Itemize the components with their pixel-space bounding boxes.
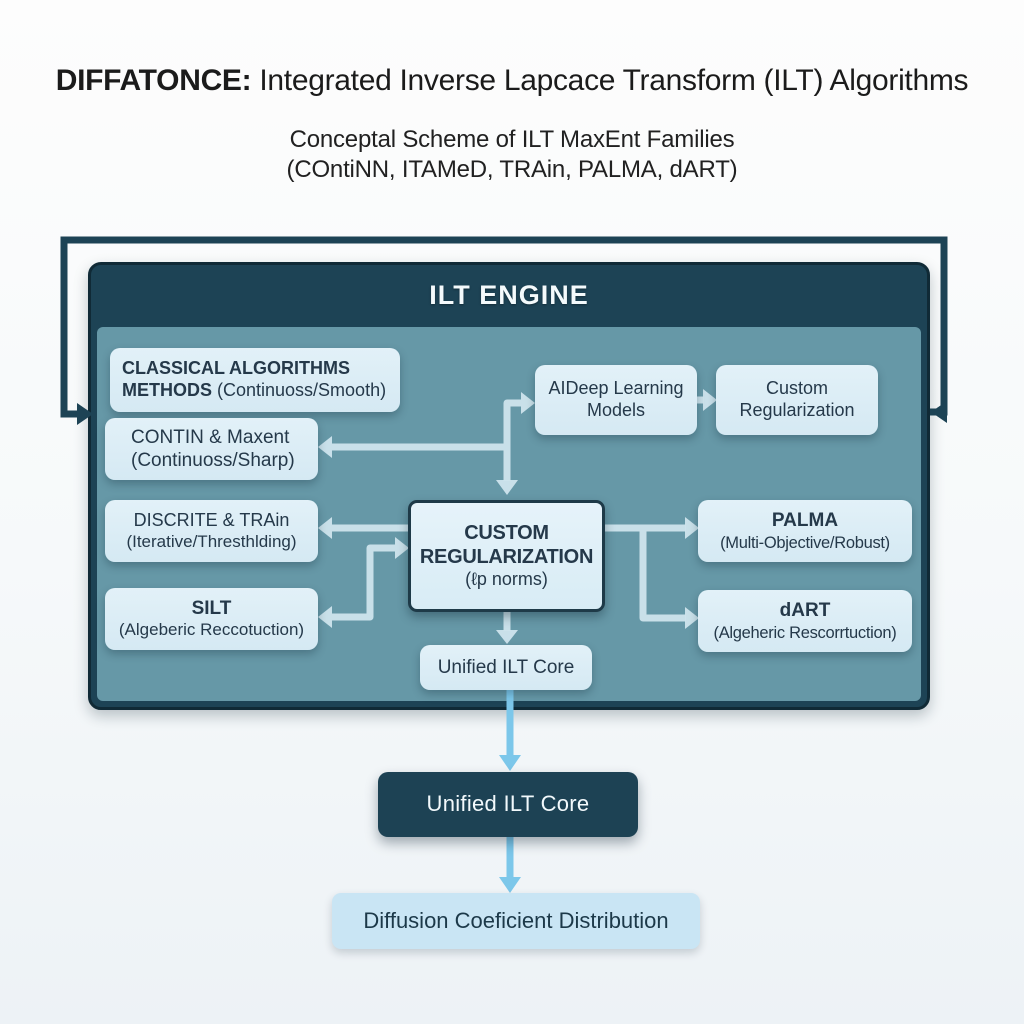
node-unified-inner-title: Unified ILT Core <box>437 656 575 678</box>
node-dart-title: dART <box>779 600 831 622</box>
node-contin-maxent: CONTIN & Maxent (Continuoss/Sharp) <box>105 418 318 480</box>
node-dart: dART (Algeheric Rescorrtuction) <box>698 590 912 652</box>
node-diffusion-distribution: Diffusion Coeficient Distribution <box>332 893 700 949</box>
page-title-rest: Integrated Inverse Lapcace Transform (IL… <box>251 64 969 97</box>
node-classical-methods: CLASSICAL ALGORITHMS METHODS (Continuoss… <box>110 348 400 412</box>
node-diffusion-title: Diffusion Coeficient Distribution <box>363 907 669 933</box>
node-custom-top-line1: Custom <box>765 378 828 399</box>
node-unified-output-title: Unified ILT Core <box>426 791 590 817</box>
node-discrite-title: DISCRITE & TRAin <box>133 509 290 530</box>
node-discrite-sub: (Iterative/Thresthlding) <box>126 531 297 551</box>
node-custom-regularization-center: CUSTOM REGULARIZATION (ℓp norms) <box>408 500 605 612</box>
node-classical-sub: (Continuoss/Smooth) <box>212 380 387 400</box>
node-contin-title: CONTIN & Maxent <box>131 426 290 448</box>
node-palma-title: PALMA <box>771 510 839 532</box>
node-customreg-title: CUSTOM REGULARIZATION <box>419 521 594 569</box>
page-title-lead: DIFFATONCE: <box>55 64 252 97</box>
node-silt: SILT (Algeberic Reccotuction) <box>105 588 318 650</box>
page-subtitle-line2: (COntiNN, ITAMeD, TRAin, PALMA, dART) <box>286 156 738 183</box>
node-silt-sub: (Algeberic Reccotuction) <box>118 620 305 640</box>
node-ai-deep-learning: AIDeep Learning Models <box>535 365 697 435</box>
node-unified-ilt-core-output: Unified ILT Core <box>378 772 638 837</box>
node-unified-ilt-core-inner: Unified ILT Core <box>420 645 592 690</box>
node-dart-sub: (Algeheric Rescorrtuction) <box>713 623 897 642</box>
node-silt-title: SILT <box>191 598 232 620</box>
node-custom-top-line2: Regularization <box>739 400 855 420</box>
node-palma-sub: (Multi-Objective/Robust) <box>720 533 890 552</box>
ilt-engine-title: ILT ENGINE <box>429 279 589 310</box>
node-ai-deep-line1: AIDeep Learning <box>548 378 684 399</box>
page-subtitle: Conceptal Scheme of ILT MaxEnt Families … <box>0 125 1024 185</box>
node-ai-deep-line2: Models <box>586 400 646 420</box>
node-contin-sub: (Continuoss/Sharp) <box>131 450 295 471</box>
node-discrite-train: DISCRITE & TRAin (Iterative/Thresthlding… <box>105 500 318 562</box>
page-title: DIFFATONCE: Integrated Inverse Lapcace T… <box>0 64 1024 98</box>
node-classical-text: CLASSICAL ALGORITHMS METHODS (Continuoss… <box>122 358 388 402</box>
node-customreg-sub: (ℓp norms) <box>465 569 548 590</box>
node-custom-regularization-top: Custom Regularization <box>716 365 878 435</box>
page-subtitle-line1: Conceptal Scheme of ILT MaxEnt Families <box>289 126 735 153</box>
node-palma: PALMA (Multi-Objective/Robust) <box>698 500 912 562</box>
